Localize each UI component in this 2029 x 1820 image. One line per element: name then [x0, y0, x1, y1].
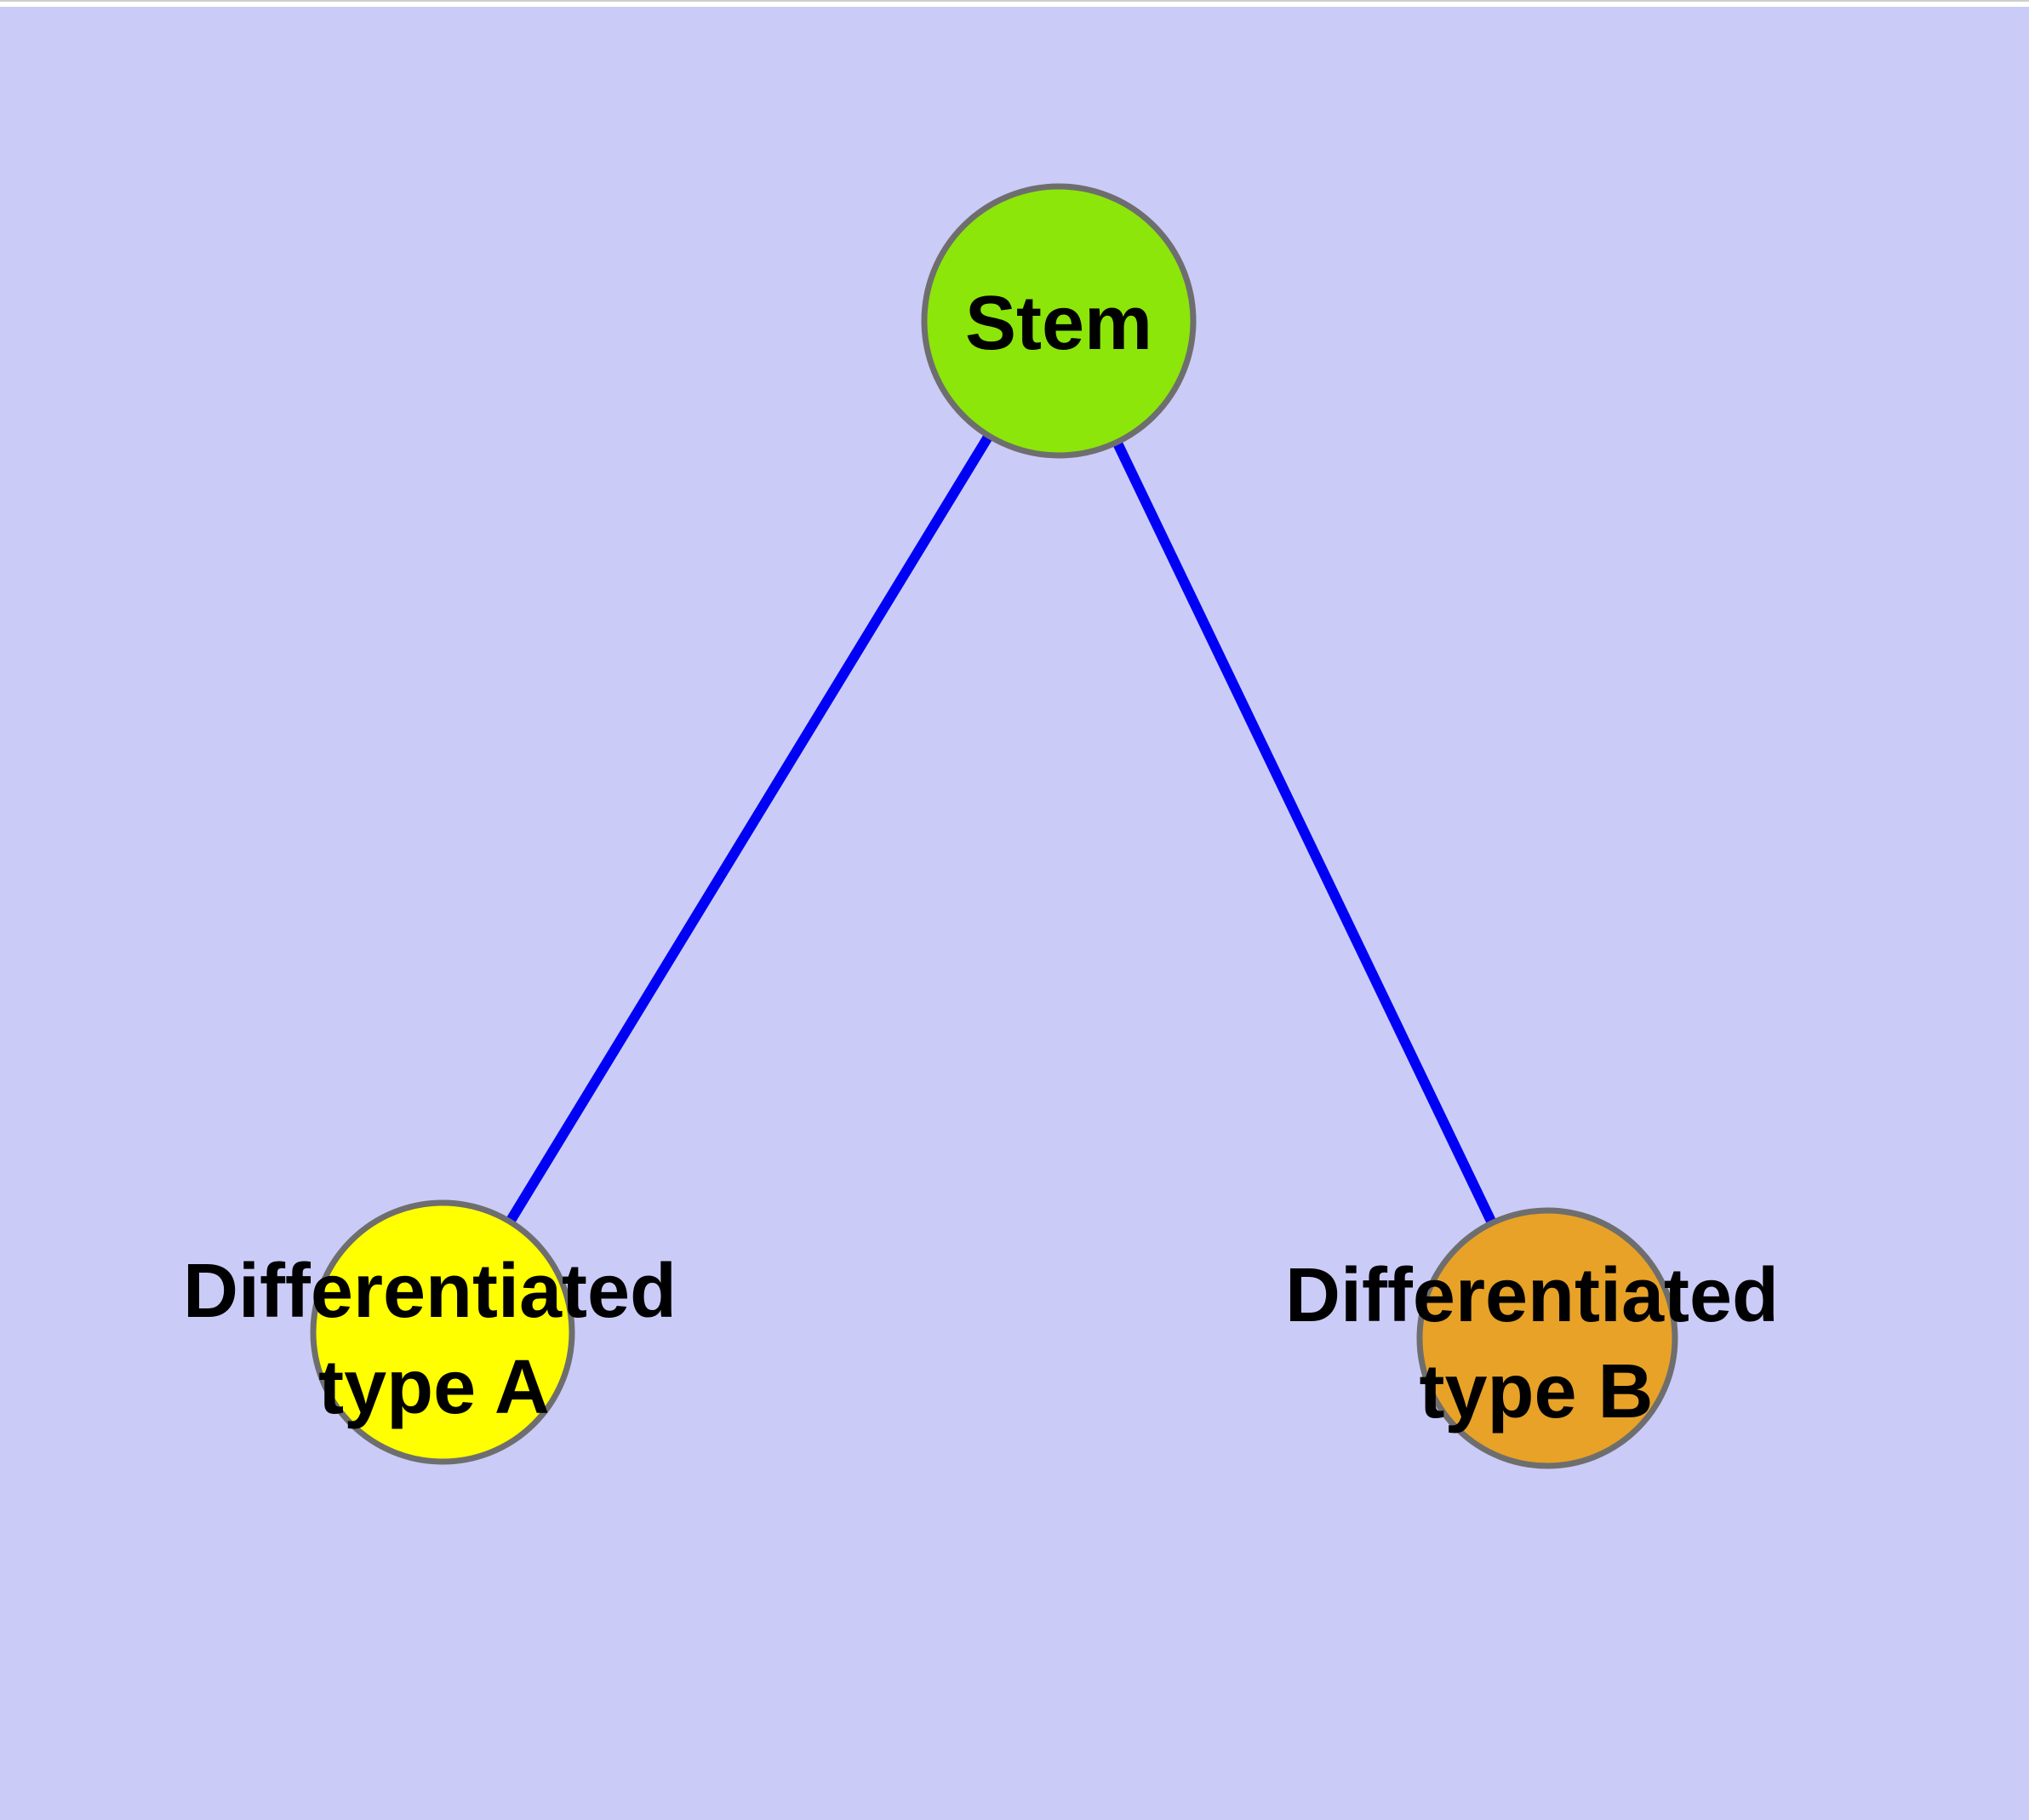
node-stem-label: Stem	[965, 281, 1152, 366]
top-margin-strip	[0, 0, 2029, 7]
edge-stem-to-type-a	[437, 318, 1064, 1336]
edge-stem-to-type-b	[1054, 318, 1552, 1341]
node-type-a-label-line2: type A	[318, 1345, 550, 1430]
node-differentiated-type-a	[310, 1199, 575, 1465]
node-type-b-label-line1: Differentiated	[1285, 1253, 1779, 1338]
node-stem	[921, 183, 1197, 459]
top-hairline	[0, 0, 2029, 2]
node-differentiated-type-b	[1416, 1207, 1678, 1469]
node-type-a-label-line1: Differentiated	[183, 1249, 677, 1334]
node-type-b-label-line2: type B	[1419, 1349, 1653, 1434]
